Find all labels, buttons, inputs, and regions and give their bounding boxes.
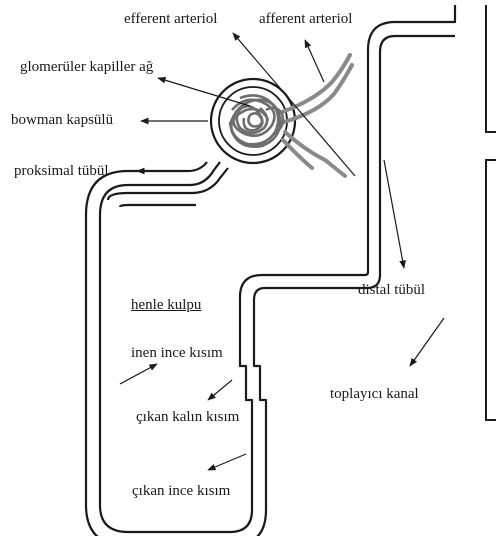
efferent-arteriole-label: efferent arteriol [124,12,217,27]
distal-tubule-label: distal tübül [358,283,425,298]
descending-thin-label: inen ince kısım [131,346,223,361]
bowman-capsule-label: bowman kapsülü [11,113,113,128]
afferent-arteriole-label: afferent arteriol [259,12,352,27]
henle-loop-label: henle kulpu [131,298,201,313]
proximal-tubule-label: proksimal tübül [14,164,109,179]
proximal-tubule-neck [108,168,228,207]
collecting-duct-box-upper [486,5,496,132]
tubule-outer-wall [100,5,455,532]
ascending-thick-label: çıkan kalın kısım [136,410,239,425]
glomerular-capillary-label: glomerüler kapiller ağ [20,60,153,75]
collecting-duct-box-lower [486,160,496,420]
ascending-thin-label: çıkan ince kısım [132,484,230,499]
collecting-duct-label: toplayıcı kanal [330,387,419,402]
